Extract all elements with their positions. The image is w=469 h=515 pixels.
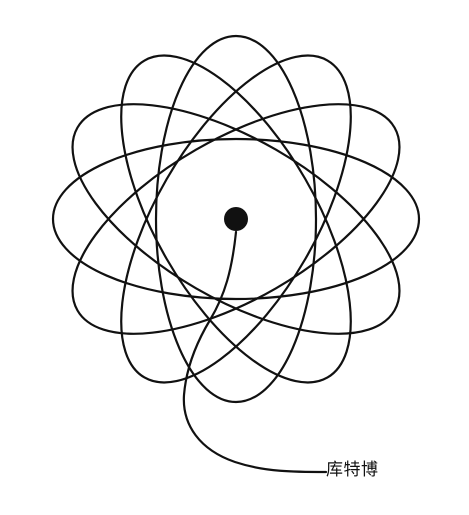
caption-label: 库特博	[326, 460, 379, 480]
orbit-tail-curve	[182, 230, 328, 474]
orbit-ellipse	[120, 54, 352, 384]
nucleus-dot	[224, 207, 248, 231]
orbit-ellipse	[71, 103, 401, 335]
orbit-ellipse	[120, 54, 352, 384]
orbit-ellipses	[51, 34, 421, 404]
orbit-ellipse	[51, 137, 421, 301]
orbit-ellipse	[154, 34, 318, 404]
orbit-ellipse	[71, 103, 401, 335]
